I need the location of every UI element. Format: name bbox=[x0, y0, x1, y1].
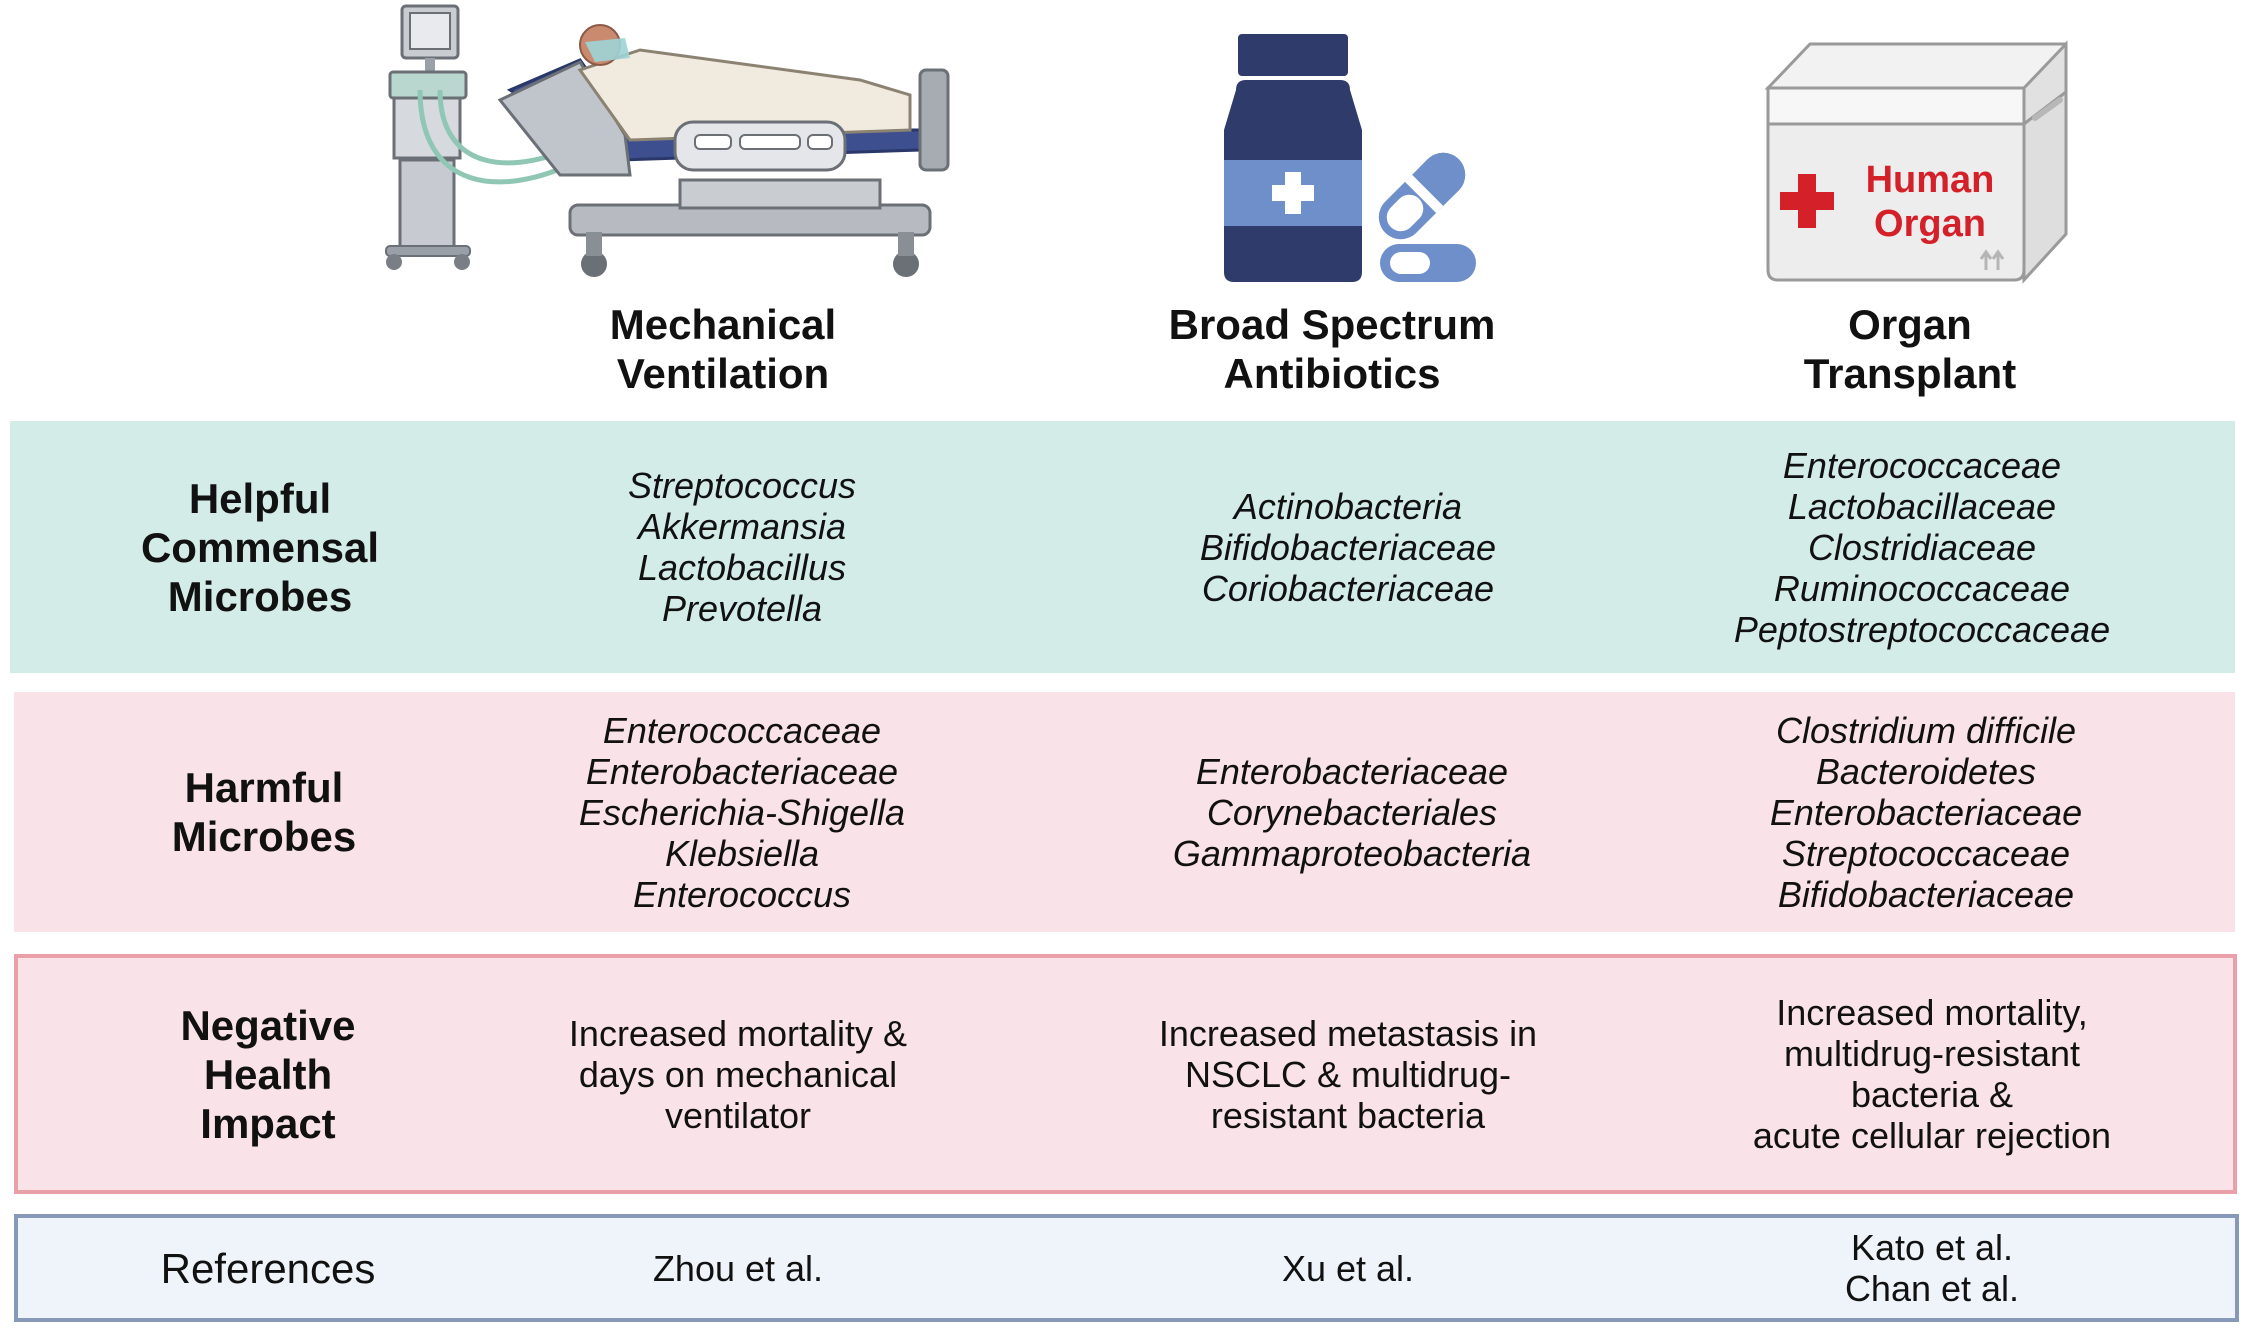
microbe-name: Clostridium difficile bbox=[1775, 709, 2077, 751]
column-title-organ-transplant: Organ Transplant bbox=[1803, 301, 2017, 397]
microbe-name: Gammaproteobacteria bbox=[1172, 832, 1532, 874]
microbe-name: Streptococcus bbox=[627, 465, 857, 506]
microbe-name: Actinobacteria bbox=[1233, 485, 1463, 527]
organ-transport-cooler-icon: Human Organ bbox=[1750, 0, 2090, 290]
reference-cell-organ-transplant: Kato et al. Chan et al. bbox=[1844, 1227, 2020, 1309]
helpful-microbes-row: Helpful Commensal Microbes Streptococcus… bbox=[10, 421, 2235, 673]
reference-cell-antibiotics: Xu et al. bbox=[1281, 1247, 1415, 1289]
reference-cell-ventilation: Zhou et al. bbox=[652, 1247, 824, 1289]
microbe-name: Ruminococcaceae bbox=[1773, 567, 2071, 609]
microbe-name: Lactobacillus bbox=[637, 547, 847, 588]
organ-box-label-line2: Organ bbox=[1874, 203, 1986, 245]
row-label-negative-health-impact: Negative Health Impact bbox=[180, 1001, 356, 1147]
microbe-name: Enterobacteriaceae bbox=[1195, 750, 1509, 792]
medicine-bottle-pills-icon bbox=[1210, 0, 1490, 290]
impact-cell-antibiotics: Increased metastasis in NSCLC & multidru… bbox=[1158, 1012, 1538, 1136]
microbe-name: Escherichia-Shigella bbox=[578, 791, 906, 833]
row-label-helpful: Helpful Commensal Microbes bbox=[140, 474, 380, 620]
microbe-name: Lactobacillaceae bbox=[1787, 485, 2057, 527]
impact-cell-ventilation: Increased mortality & days on mechanical… bbox=[568, 1012, 908, 1136]
row-label-references: References bbox=[160, 1244, 376, 1292]
microbe-name: Bifidobacteriaceae bbox=[1199, 526, 1497, 568]
impact-cell-organ-transplant: Increased mortality, multidrug-resistant… bbox=[1752, 992, 2112, 1156]
microbe-name: Prevotella bbox=[661, 588, 823, 629]
ventilator-hospital-bed-icon bbox=[380, 0, 960, 290]
microbe-name: Streptococcaceae bbox=[1781, 832, 2071, 874]
microbe-name: Akkermansia bbox=[637, 506, 847, 547]
microbe-name: Enterobacteriaceae bbox=[585, 750, 899, 792]
column-title-broad-spectrum-antibiotics: Broad Spectrum Antibiotics bbox=[1168, 301, 1496, 397]
row-label-harmful: Harmful Microbes bbox=[171, 764, 357, 860]
microbe-name: Enterococcaceae bbox=[602, 709, 882, 751]
organ-box-label-line1: Human bbox=[1866, 159, 1995, 201]
microbe-name: Enterococcus bbox=[632, 873, 852, 915]
microbe-name: Bifidobacteriaceae bbox=[1777, 873, 2075, 915]
microbe-name: Bacteroidetes bbox=[1815, 750, 2037, 792]
microbe-name: Clostridiaceae bbox=[1807, 526, 2037, 568]
references-row: References Zhou et al. Xu et al. Kato et… bbox=[14, 1214, 2239, 1322]
microbe-name: Coriobacteriaceae bbox=[1201, 567, 1495, 609]
microbe-name: Klebsiella bbox=[664, 832, 820, 874]
column-title-mechanical-ventilation: Mechanical Ventilation bbox=[609, 301, 837, 397]
negative-health-impact-row: Negative Health Impact Increased mortali… bbox=[14, 954, 2237, 1194]
microbe-name: Corynebacteriales bbox=[1206, 791, 1498, 833]
microbe-name: Enterococcaceae bbox=[1782, 444, 2062, 486]
microbe-name: Enterobacteriaceae bbox=[1769, 791, 2083, 833]
microbe-name: Peptostreptococcaceae bbox=[1733, 608, 2111, 650]
